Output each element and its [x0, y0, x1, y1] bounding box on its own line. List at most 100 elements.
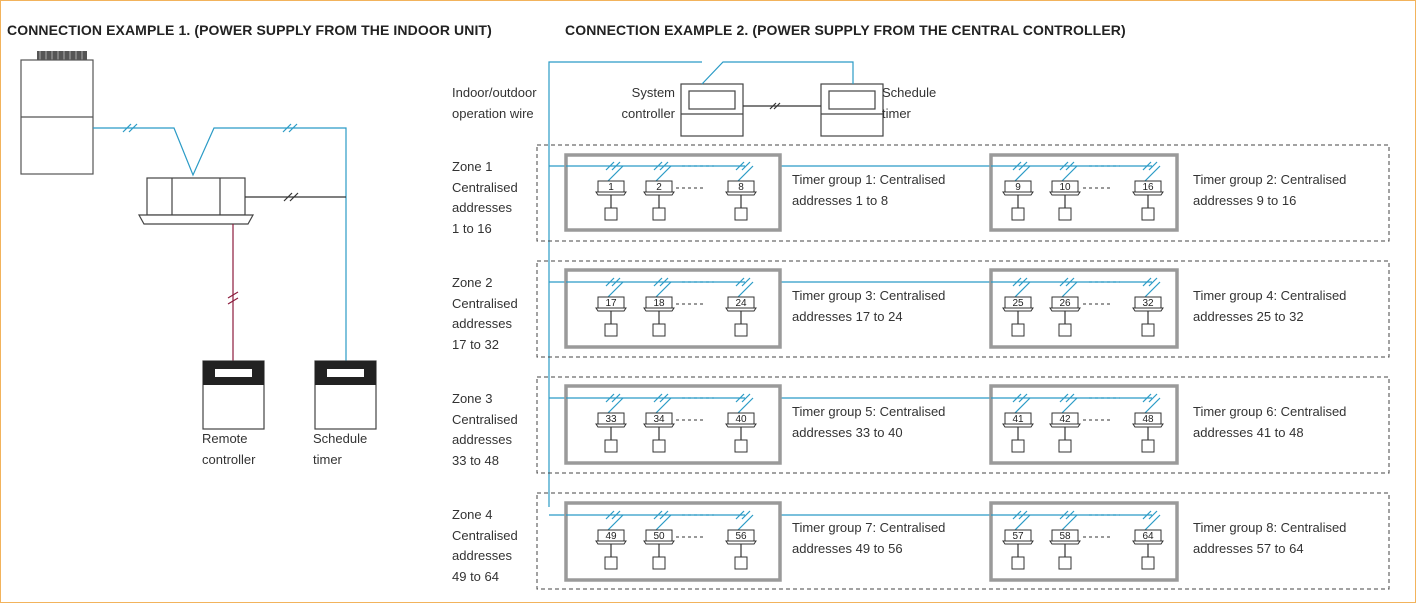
indoor-cassette-body	[146, 177, 246, 216]
indoor-unit-panel	[1049, 191, 1081, 196]
timer-group-label: Timer group 8: Centralised addresses 57 …	[1193, 520, 1347, 556]
slash-mark	[605, 161, 615, 171]
schedule-timer-device	[314, 360, 377, 430]
system-controller-device	[680, 83, 744, 137]
slash-mark	[1018, 510, 1028, 520]
timer-group-label: Timer group 6: Centralised addresses 41 …	[1193, 404, 1347, 440]
remote-controller-label: Remote controller	[202, 428, 255, 470]
indoor-unit-panel	[725, 307, 757, 312]
zone-label-name: Zone 2	[452, 275, 493, 290]
example1-title: CONNECTION EXAMPLE 1. (POWER SUPPLY FROM…	[7, 22, 492, 38]
slash-mark	[605, 277, 615, 287]
slash-mark	[1148, 393, 1158, 403]
wire-count-marker	[1059, 161, 1075, 171]
system-controller-text: System controller	[621, 85, 675, 121]
slash-mark	[659, 277, 669, 287]
indoor-unit-panel	[1132, 540, 1164, 545]
unit-address-label: 56	[735, 531, 747, 542]
slash-mark	[1059, 510, 1069, 520]
wire-count-marker	[1142, 161, 1158, 171]
unit-address-label: 10	[1059, 182, 1071, 193]
slash-mark	[611, 277, 621, 287]
slash-mark	[653, 393, 663, 403]
timer-group-box	[989, 501, 1179, 582]
wire-count-marker	[605, 510, 621, 520]
unit-address-label: 8	[738, 182, 744, 193]
timer-group-box	[564, 501, 782, 582]
slash-mark	[1142, 510, 1152, 520]
unit-address-label: 34	[653, 414, 665, 425]
operation-wire-text: Indoor/outdoor operation wire	[452, 85, 537, 121]
indoor-unit-panel	[725, 540, 757, 545]
unit-address-label: 58	[1059, 531, 1071, 542]
ex2-schedule-timer-label: Schedule timer	[882, 82, 936, 124]
unit-address-label: 64	[1142, 531, 1154, 542]
zone-label-line3: addresses	[452, 548, 512, 563]
slash-mark	[611, 161, 621, 171]
slash-mark	[227, 291, 239, 299]
unit-address-label: 9	[1015, 182, 1021, 193]
slash-mark	[1148, 277, 1158, 287]
unit-remote-controller	[604, 439, 618, 453]
timer-group-label: Timer group 7: Centralised addresses 49 …	[792, 520, 946, 556]
slash-mark	[735, 277, 745, 287]
zone-label-line2: Centralised	[452, 411, 518, 427]
timer-group-label: Timer group 4: Centralised addresses 25 …	[1193, 288, 1347, 324]
unit-address-label: 1	[608, 182, 614, 193]
unit-drop-wire	[737, 397, 754, 414]
slash-mark	[1012, 393, 1022, 403]
wire-count-marker	[1142, 277, 1158, 287]
wire-count-marker	[653, 161, 669, 171]
cassette-panel	[137, 214, 255, 225]
wire-count-marker	[653, 393, 669, 403]
unit-remote-controller	[1141, 556, 1155, 570]
timer-group-label: Timer group 5: Centralised addresses 33 …	[792, 404, 946, 440]
unit-remote-controller	[734, 439, 748, 453]
unit-remote-controller	[652, 439, 666, 453]
unit-drop-wire	[1014, 281, 1031, 298]
indoor-unit-panel	[1002, 423, 1034, 428]
slash-mark	[659, 161, 669, 171]
slash-mark	[122, 123, 132, 133]
slash-mark	[1012, 161, 1022, 171]
unit-address-label: 41	[1012, 414, 1024, 425]
unit-address-label: 24	[735, 298, 747, 309]
zone-label-line2: Centralised	[452, 295, 518, 311]
zone-label-name: Zone 4	[452, 507, 493, 522]
indoor-unit-panel	[1132, 307, 1164, 312]
slash-mark	[659, 393, 669, 403]
timer-group-label: Timer group 3: Centralised addresses 17 …	[792, 288, 946, 324]
timer-group-label: Timer group 2: Centralised addresses 9 t…	[1193, 172, 1347, 208]
indoor-unit-panel	[1049, 307, 1081, 312]
unit-address-label: 17	[605, 298, 617, 309]
wire-count-marker	[1012, 393, 1028, 403]
link-slash	[769, 102, 777, 110]
unit-remote-controller	[734, 556, 748, 570]
zone-label-line2: Centralised	[452, 527, 518, 543]
zone-label-line4: 33 to 48	[452, 452, 499, 468]
outdoor-fan-grille	[37, 51, 87, 60]
unit-drop-wire	[607, 281, 624, 298]
indoor-unit-panel	[1049, 540, 1081, 545]
timer-group-box	[989, 384, 1179, 465]
slash-mark	[1059, 277, 1069, 287]
wire-count-marker	[1142, 510, 1158, 520]
timer-group-box	[564, 153, 782, 232]
wire-count-marker	[1012, 510, 1028, 520]
unit-drop-wire	[1061, 281, 1078, 298]
timer-group-box	[564, 268, 782, 349]
wire-count-marker	[283, 192, 299, 202]
unit-drop-wire	[1061, 514, 1078, 531]
zone-4-boundary	[536, 492, 1390, 590]
link-slash	[773, 102, 781, 110]
unit-drop-wire	[1061, 165, 1078, 182]
slash-mark	[1018, 393, 1028, 403]
slash-mark	[1059, 161, 1069, 171]
unit-remote-controller	[652, 556, 666, 570]
unit-address-label: 50	[653, 531, 665, 542]
unit-drop-wire	[1144, 397, 1161, 414]
example2-title: CONNECTION EXAMPLE 2. (POWER SUPPLY FROM…	[565, 22, 1126, 38]
unit-remote-controller	[604, 323, 618, 337]
